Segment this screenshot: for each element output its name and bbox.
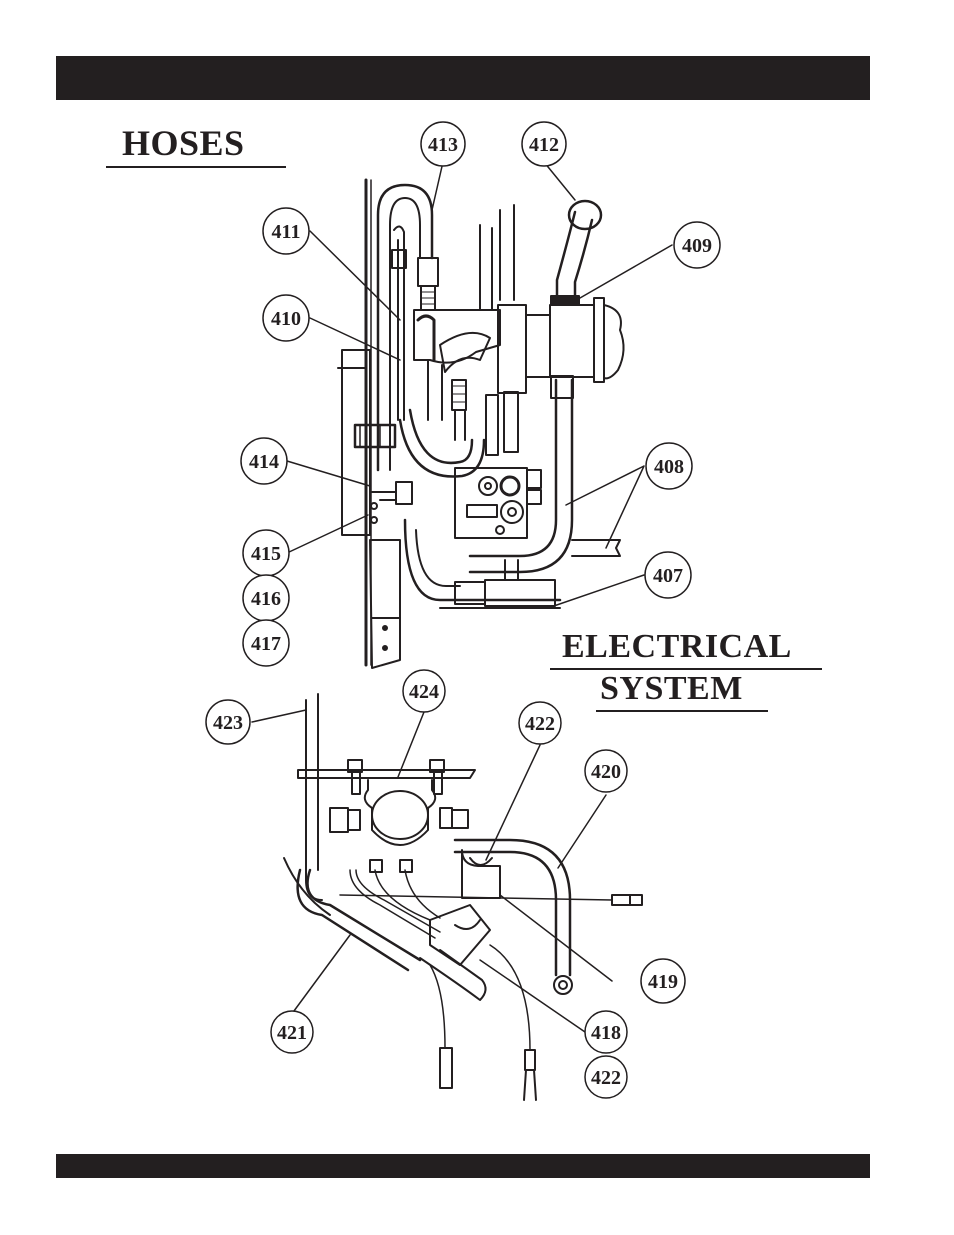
callout-411: 411 (262, 207, 310, 255)
pump-flange-left (497, 304, 527, 394)
terminal-boot-422 (461, 849, 501, 899)
callout-label: 415 (251, 543, 281, 565)
electrical-section-title-line1: ELECTRICAL (562, 628, 792, 665)
mounting-bar (297, 769, 476, 779)
callout-label: 419 (648, 971, 678, 993)
electrical-title-underline-1 (550, 668, 822, 670)
callout-label: 418 (591, 1022, 621, 1044)
cable-420 (453, 838, 572, 977)
callout-422: 422 (518, 701, 562, 745)
callout-label: 412 (529, 134, 559, 156)
callout-412: 412 (521, 121, 567, 167)
callout-421: 421 (270, 1010, 314, 1054)
callout-label: 416 (251, 588, 281, 610)
callout-label: 424 (409, 681, 439, 703)
wire-419 (339, 894, 613, 901)
callout-422-lower: 422 (584, 1055, 628, 1099)
callout-label: 407 (653, 565, 683, 587)
callout-408: 408 (645, 442, 693, 490)
callout-418: 418 (584, 1010, 628, 1054)
hoses-assembly-drawing (337, 178, 625, 669)
header-bar (56, 56, 870, 100)
upright-pipe-1 (479, 224, 493, 311)
callout-419: 419 (640, 958, 686, 1004)
callout-413: 413 (420, 121, 466, 167)
callout-420: 420 (584, 749, 628, 793)
hose-411 (393, 225, 405, 421)
wire-terminal-left (439, 1047, 453, 1089)
pump-body (603, 304, 625, 380)
callout-424: 424 (402, 669, 446, 713)
callout-label: 422 (591, 1067, 621, 1089)
callout-label: 411 (272, 221, 301, 243)
panel-423 (305, 699, 323, 901)
callout-label: 410 (271, 308, 301, 330)
hose-413 (376, 183, 434, 472)
callout-417: 417 (242, 619, 290, 667)
cable-421 (306, 868, 422, 962)
hose-412-fitting (567, 199, 603, 231)
callout-label: 408 (654, 456, 684, 478)
electrical-assembly-drawing (283, 693, 643, 1101)
hose-412 (555, 210, 577, 300)
callout-label: 420 (591, 761, 621, 783)
wire-terminal-right (524, 1049, 536, 1071)
footer-bar (56, 1154, 870, 1178)
callout-label: 423 (213, 712, 243, 734)
starter-solenoid-424 (363, 779, 437, 846)
callout-415: 415 (242, 529, 290, 577)
callout-label: 422 (525, 713, 555, 735)
callout-416: 416 (242, 574, 290, 622)
hose-408-end (571, 539, 621, 557)
fuse-holder-418 (429, 904, 491, 966)
valve-handle (439, 331, 491, 373)
callout-409: 409 (673, 221, 721, 269)
callout-414: 414 (240, 437, 288, 485)
callout-410: 410 (262, 294, 310, 342)
electrical-section-title-line2: SYSTEM (600, 670, 743, 707)
hose-413-ferrule (417, 257, 439, 287)
callout-label: 414 (249, 451, 279, 473)
hose-clamp-409 (550, 295, 580, 305)
callout-label: 417 (251, 633, 281, 655)
lower-bracket (369, 539, 401, 669)
callout-label: 421 (277, 1022, 307, 1044)
electrical-title-underline-2 (596, 710, 768, 712)
callout-label: 409 (682, 235, 712, 257)
cable-420-ring-terminal (553, 975, 573, 995)
callout-label: 413 (428, 134, 458, 156)
hoses-section-title: HOSES (122, 123, 245, 163)
callouts (251, 161, 673, 1033)
callout-423: 423 (205, 699, 251, 745)
hose-407 (403, 518, 562, 602)
callout-407: 407 (644, 551, 692, 599)
upright-pipe-2 (499, 204, 515, 301)
hoses-title-underline (106, 166, 286, 168)
hose-408 (468, 378, 558, 558)
pump-adapter (549, 304, 595, 378)
